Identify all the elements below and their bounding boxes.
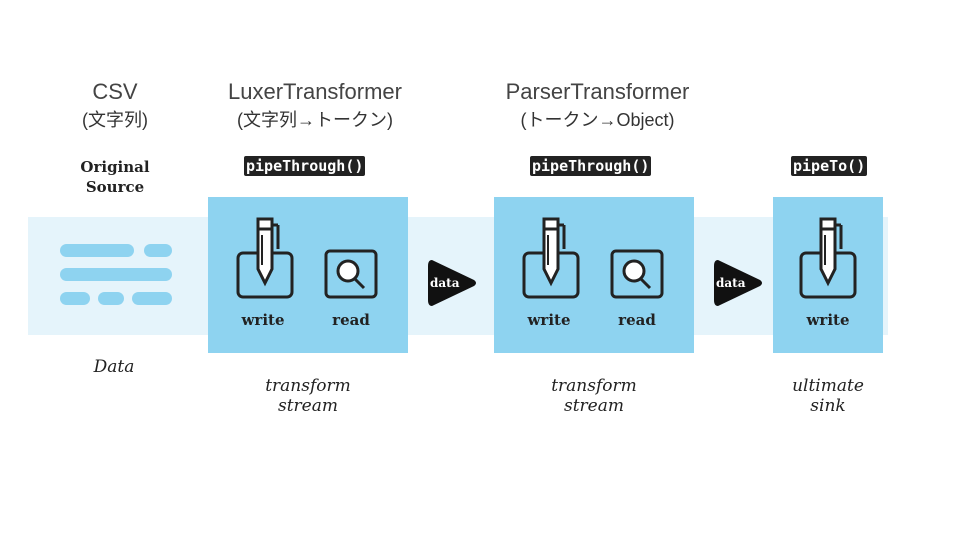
pipe-through-label-2: pipeThrough() [530, 156, 652, 176]
original-source-line2: Source [85, 178, 145, 196]
parser-subtitle: (トークン→Object) [520, 110, 675, 130]
pen-icon [522, 217, 580, 299]
ultimate-sink-box: write [773, 197, 883, 353]
csv-subtitle: (文字列) [82, 110, 148, 130]
write-label-1: write [241, 311, 285, 329]
magnifier-icon [324, 249, 378, 299]
source-data-icon [60, 244, 172, 308]
transform-stream-caption-1: transform stream [228, 376, 388, 416]
caption-1-line1: transform [265, 376, 351, 396]
original-source-line1: Original [80, 158, 150, 176]
caption-2-line1: transform [551, 376, 637, 396]
play-arrow-icon [714, 260, 762, 306]
ultimate-sink-caption: ultimate sink [768, 376, 888, 416]
pen-icon [799, 217, 857, 299]
pipe-through-label-1: pipeThrough() [244, 156, 366, 176]
read-label-2: read [618, 311, 656, 329]
caption-1-line2: stream [278, 396, 338, 416]
play-arrow-icon [428, 260, 476, 306]
sink-caption-line2: sink [810, 396, 846, 416]
transform-stream-box-1: write read [208, 197, 408, 353]
pipe-to-label: pipeTo() [791, 156, 868, 176]
transform-stream-box-2: write read [494, 197, 694, 353]
parser-title: ParserTransformer [505, 79, 690, 104]
caption-2-line2: stream [564, 396, 624, 416]
data-caption: Data [93, 357, 135, 377]
luxer-subtitle: (文字列→トークン) [237, 110, 393, 130]
read-label-1: read [332, 311, 370, 329]
csv-title: CSV [92, 79, 138, 104]
write-label-sink: write [806, 311, 850, 329]
sink-caption-line1: ultimate [792, 376, 864, 396]
luxer-title: LuxerTransformer [227, 79, 402, 104]
magnifier-icon [610, 249, 664, 299]
write-label-2: write [527, 311, 571, 329]
data-arrow-label-1: data [430, 276, 460, 290]
data-arrow-label-2: data [716, 276, 746, 290]
pen-icon [236, 217, 294, 299]
transform-stream-caption-2: transform stream [514, 376, 674, 416]
original-source-label: Original Source [65, 157, 165, 197]
